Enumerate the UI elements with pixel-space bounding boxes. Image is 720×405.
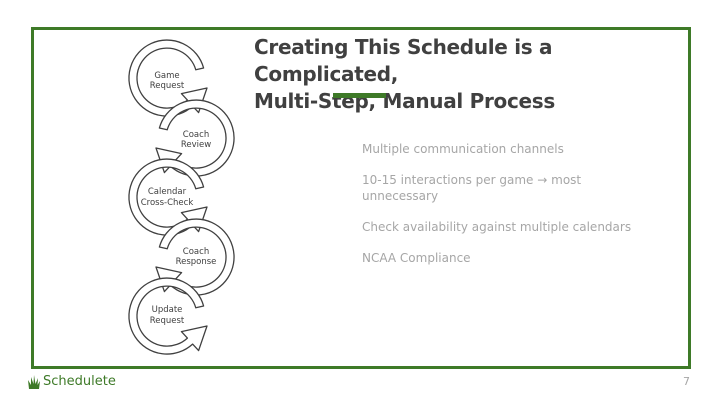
logo-text: Schedulete [43, 374, 116, 389]
bullet-item: Check availability against multiple cale… [362, 220, 632, 234]
cycle-step-label: Coach [183, 247, 209, 257]
cycle-step-label: Cross-Check [141, 198, 194, 208]
cycle-step-label: Review [181, 140, 211, 150]
cycle-step-label: Update [152, 305, 183, 315]
cycle-step-5: Update Request [128, 277, 208, 355]
schedulete-logo: Schedulete [28, 374, 116, 389]
bullet-item: 10-15 interactions per game → most unnec… [362, 173, 582, 203]
cycle-step-label: Calendar [148, 187, 187, 197]
slide-frame [31, 27, 691, 369]
title-accent-rule [333, 93, 386, 98]
cycle-step-label: Coach [183, 130, 209, 140]
bullet-list: Multiple communication channels 10-15 in… [362, 141, 652, 281]
cycle-step-label: Request [150, 316, 185, 326]
cycle-step-2: Coach Review [155, 99, 235, 177]
cycle-step-label: Response [176, 257, 217, 267]
slide-title-line-2: Multi-Step, Manual Process [254, 89, 555, 113]
cycle-step-label: Request [150, 81, 185, 91]
bullet-item: NCAA Compliance [362, 251, 471, 265]
cycle-step-1: Game Request [128, 39, 208, 117]
grass-icon [28, 374, 40, 389]
cycle-step-3: Calendar Cross-Check [128, 158, 208, 236]
cycle-step-label: Game [154, 71, 179, 81]
cycle-step-4: Coach Response [155, 218, 235, 296]
bullet-item: Multiple communication channels [362, 142, 564, 156]
page-number: 7 [683, 375, 690, 388]
slide-title: Creating This Schedule is a Complicated,… [254, 34, 694, 115]
slide-title-line-1: Creating This Schedule is a Complicated, [254, 35, 553, 86]
